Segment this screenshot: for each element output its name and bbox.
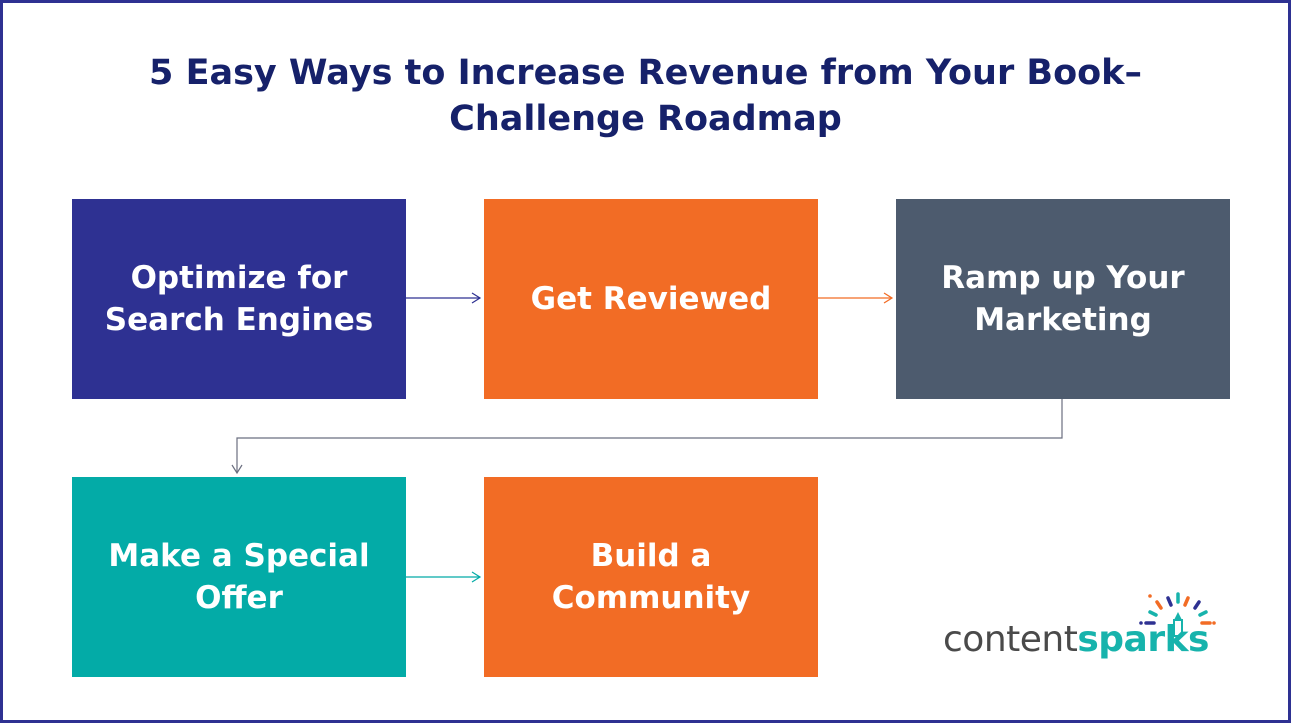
- step-3-line-1: Ramp up Your: [941, 260, 1185, 296]
- step-4-line-1: Make a Special: [108, 538, 370, 574]
- step-1-line-1: Optimize for: [130, 260, 348, 296]
- step-1-line-2: Search Engines: [104, 302, 374, 338]
- step-3-line-2: Marketing: [974, 302, 1152, 338]
- logo-wordmark: contentsparks: [943, 618, 1209, 662]
- step-5-line-2: Community: [551, 580, 751, 616]
- logo-word-content: content: [943, 619, 1078, 660]
- title-line-2: Challenge Roadmap: [449, 99, 842, 139]
- step-build-community: Build a Community: [484, 477, 818, 677]
- sparks-rays-pencil-icon: [1139, 592, 1216, 637]
- step-ramp-up-marketing: Ramp up Your Marketing: [896, 199, 1230, 399]
- step-4-line-2: Offer: [195, 580, 283, 616]
- step-5-line-1: Build a: [590, 538, 712, 574]
- contentsparks-logo: contentsparks: [943, 590, 1243, 670]
- diagram-title: 5 Easy Ways to Increase Revenue from You…: [0, 50, 1291, 142]
- step-optimize-search-engines: Optimize for Search Engines: [72, 199, 406, 399]
- step-make-special-offer: Make a Special Offer: [72, 477, 406, 677]
- step-get-reviewed: Get Reviewed: [484, 199, 818, 399]
- title-line-1: 5 Easy Ways to Increase Revenue from You…: [149, 53, 1142, 93]
- logo-word-sparks: sparks: [1077, 619, 1209, 660]
- step-2-line-1: Get Reviewed: [530, 281, 772, 317]
